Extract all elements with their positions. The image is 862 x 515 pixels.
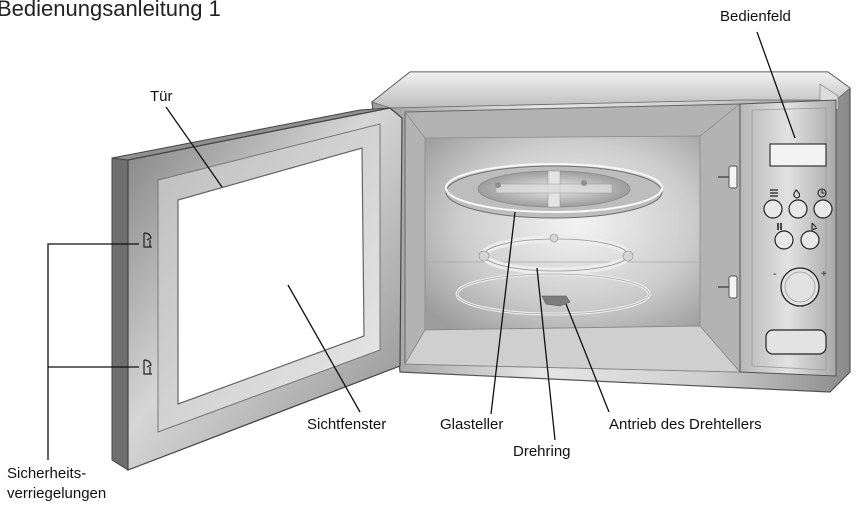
power-level-button[interactable] — [763, 199, 783, 219]
timer-icon — [817, 188, 827, 198]
label-safety-interlocks-line2: verriegelungen — [7, 485, 107, 502]
start-icon — [811, 222, 818, 231]
label-turntable-drive: Antrieb des Drehtellers — [609, 416, 762, 433]
label-control-panel: Bedienfeld — [720, 8, 791, 25]
start-button[interactable] — [800, 230, 820, 250]
label-glass-tray: Glasteller — [440, 416, 504, 433]
glass-tray — [445, 163, 663, 219]
latch-slots — [718, 165, 738, 299]
safety-latch-icon — [143, 232, 152, 375]
leader-drehring — [536, 267, 556, 441]
label-door: Tür — [150, 88, 173, 105]
pause-icon — [777, 223, 782, 230]
defrost-button[interactable] — [788, 199, 808, 219]
cavity-floor — [455, 272, 651, 316]
display-window — [769, 143, 827, 167]
leader-sichtfenster — [287, 284, 361, 413]
dial-plus-label: + — [821, 269, 827, 280]
label-safety-interlocks: Sicherheits- verriegelungen — [7, 464, 106, 504]
leader-glasteller — [490, 211, 516, 415]
timer-button[interactable] — [813, 199, 833, 219]
rotary-dial[interactable] — [780, 267, 820, 307]
leader-bedienfeld — [756, 31, 796, 139]
page-title: Bedienungsanleitung 1 — [0, 0, 221, 21]
roller-ring — [478, 233, 634, 275]
label-roller-ring: Drehring — [513, 443, 571, 460]
oven-door — [111, 107, 403, 471]
door-release-button[interactable] — [765, 329, 827, 355]
defrost-icon — [793, 189, 801, 199]
leader-sicherheitsverriegelungen — [47, 243, 139, 460]
label-viewing-window: Sichtfenster — [307, 416, 387, 433]
pause-stop-button[interactable] — [774, 230, 794, 250]
leader-tuer — [165, 106, 223, 188]
control-panel: - + — [739, 99, 837, 377]
label-safety-interlocks-line1: Sicherheits- — [7, 465, 87, 482]
leader-lines — [47, 31, 796, 460]
leader-antrieb — [565, 303, 610, 413]
viewing-window — [177, 147, 365, 405]
power-level-icon — [770, 189, 778, 197]
dial-minus-label: - — [773, 268, 777, 280]
